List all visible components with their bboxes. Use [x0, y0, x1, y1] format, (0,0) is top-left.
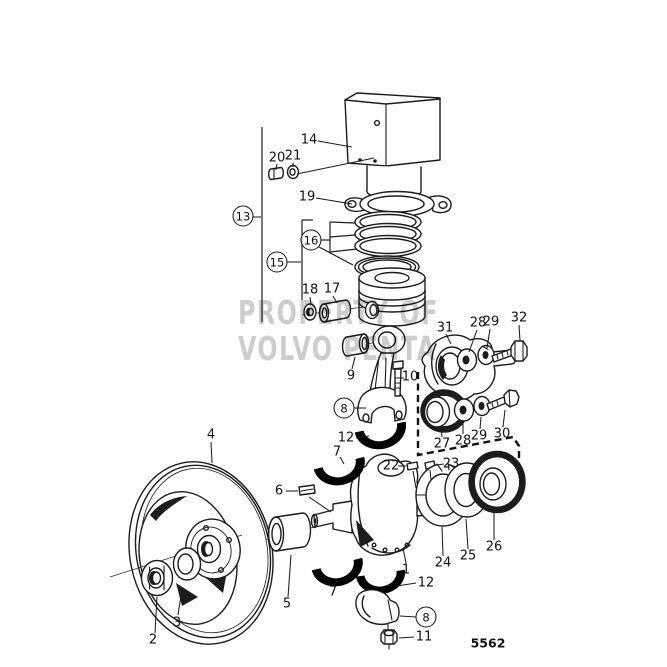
part-callout-21: 21: [284, 148, 302, 164]
part-callout-32: 32: [510, 310, 528, 326]
valve-cover: [345, 93, 440, 199]
part-callout-22: 22: [382, 458, 400, 474]
part-callout-29: 29: [470, 428, 488, 444]
part-callout-8: 8: [333, 397, 355, 419]
group-bracket-16: [319, 222, 357, 265]
part-callout-18: 18: [301, 282, 319, 298]
part-callout-3: 3: [172, 615, 182, 631]
woodruff-key-22: [407, 462, 418, 470]
part-callout-12: 12: [417, 575, 435, 591]
woodruff-key-6: [299, 485, 315, 495]
washer-28-upper: [458, 349, 477, 371]
part-callout-25: 25: [459, 548, 477, 564]
bolt-32: [492, 341, 527, 362]
flywheel-nut: [142, 561, 173, 596]
part-callout-11: 11: [415, 629, 433, 645]
part-callout-7: 7: [328, 584, 338, 600]
rod-bearing-cap: [356, 590, 399, 630]
part-callout-27: 27: [433, 436, 451, 452]
part-callout-26: 26: [485, 539, 503, 555]
cap-nut: [381, 630, 397, 649]
cover-bolt: [269, 168, 284, 180]
flywheel-washer: [174, 548, 201, 580]
connecting-rod: [358, 326, 406, 423]
part-callout-10: 10: [401, 369, 419, 385]
part-callout-8: 8: [415, 606, 437, 628]
part-callout-1: 1: [401, 562, 411, 578]
part-callout-30: 30: [493, 426, 511, 442]
crankshaft-gear: [469, 452, 525, 513]
part-callout-28: 28: [469, 315, 487, 331]
part-callout-24: 24: [434, 555, 452, 571]
part-callout-15: 15: [266, 251, 288, 273]
bolt-30: [487, 390, 519, 410]
piston-pin: [320, 300, 351, 322]
rod-bolt: [393, 361, 403, 396]
part-callout-6: 6: [274, 483, 284, 499]
part-callout-2: 2: [148, 632, 158, 648]
part-callout-31: 31: [436, 320, 454, 336]
pin-seal: [304, 304, 316, 320]
small-end-bushing: [343, 334, 369, 356]
part-callout-29: 29: [482, 314, 500, 330]
watermark: PROPERTY OF VOLVO PENTA: [238, 295, 439, 367]
part-callout-17: 17: [323, 281, 341, 297]
head-gasket: [345, 192, 451, 217]
part-callout-12: 12: [337, 430, 355, 446]
part-callout-4: 4: [206, 427, 216, 443]
part-callout-9: 9: [346, 368, 356, 384]
watermark-line1: PROPERTY OF: [238, 293, 439, 332]
part-callout-16: 16: [300, 229, 322, 251]
part-callout-19: 19: [298, 189, 316, 205]
part-callout-7: 7: [332, 444, 342, 460]
leader-lines: [155, 141, 520, 638]
part-callout-14: 14: [300, 132, 318, 148]
dashed-group-outline: [418, 372, 519, 472]
part-callout-20: 20: [268, 150, 286, 166]
part-callout-13: 13: [232, 205, 254, 227]
part-callout-5: 5: [282, 596, 292, 612]
piston: [359, 268, 425, 326]
idler-gear: [421, 390, 467, 432]
washer-28-lower: [455, 399, 474, 421]
pilot-bushing: [266, 513, 318, 551]
part-callout-23: 23: [442, 456, 460, 472]
watermark-line2: VOLVO PENTA: [238, 329, 437, 368]
part-callout-28: 28: [454, 433, 472, 449]
figure-number: 5562: [470, 635, 506, 651]
